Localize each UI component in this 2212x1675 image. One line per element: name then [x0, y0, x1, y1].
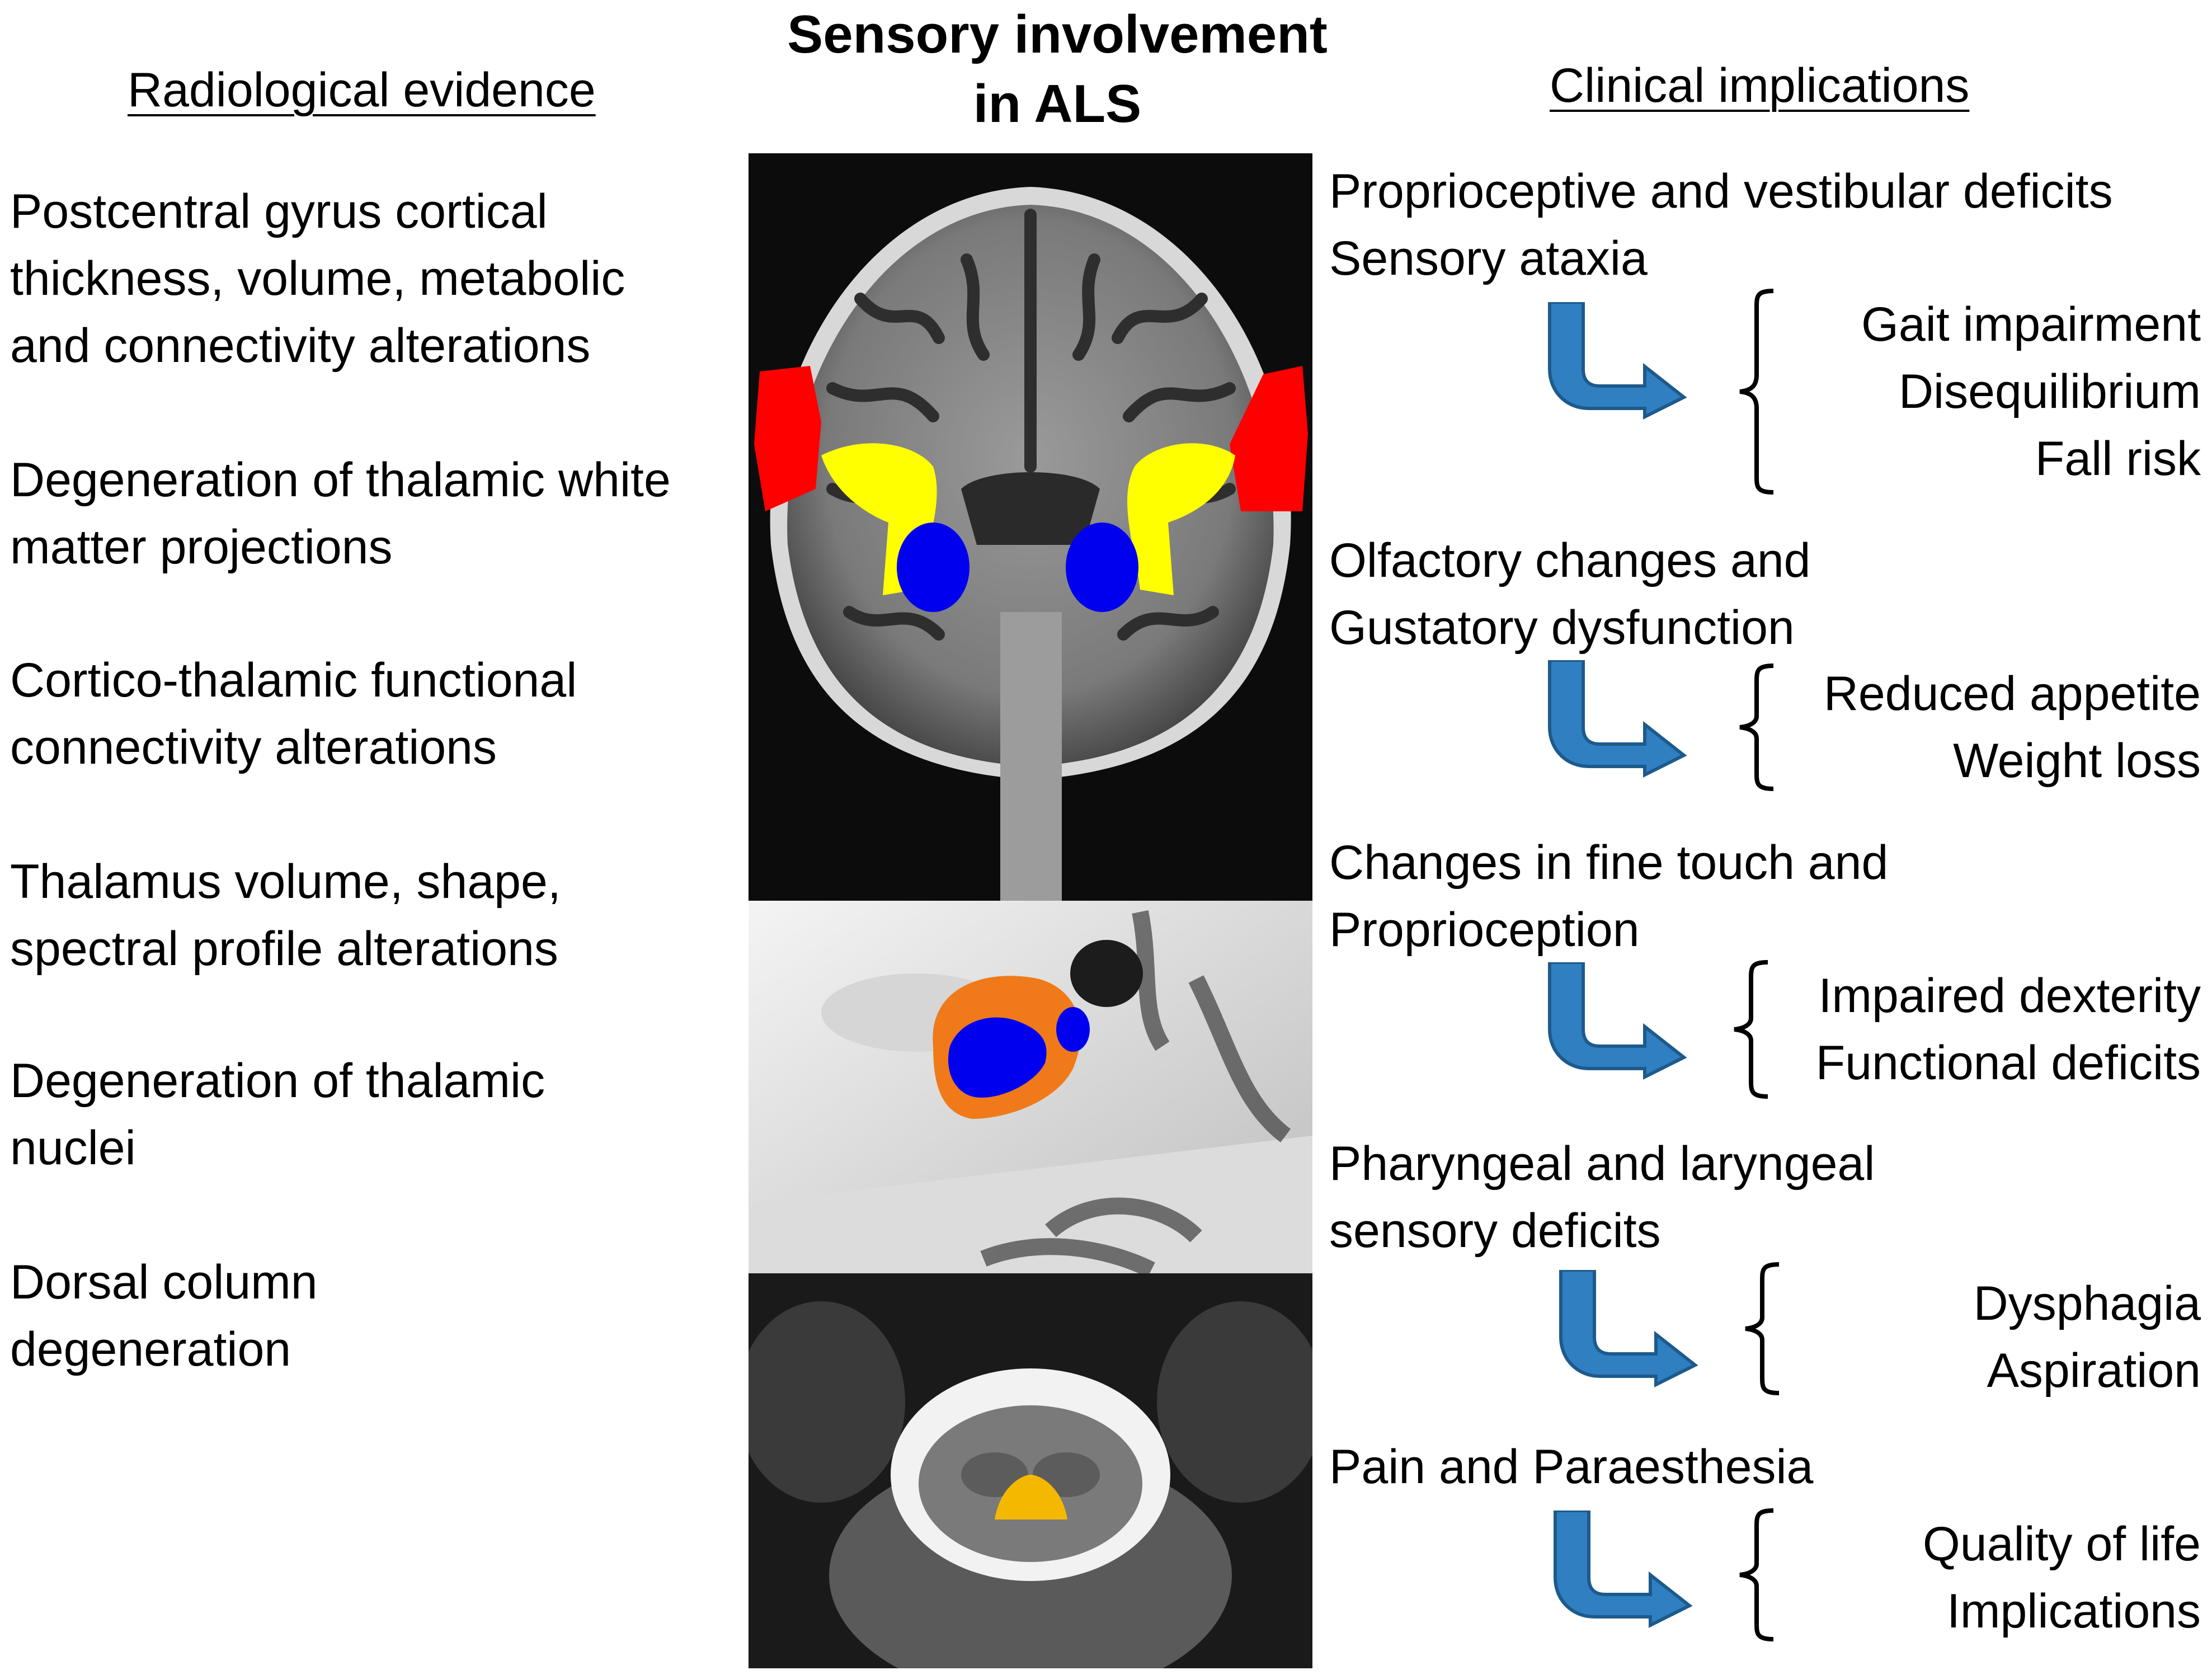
implication-heading: Pharyngeal and laryngeal sensory deficit…	[1329, 1130, 2202, 1264]
evidence-line: matter projections	[10, 520, 393, 574]
outcome-list: Impaired dexterity Functional deficits	[1697, 962, 2201, 1097]
coronal-mri-panel	[749, 153, 1312, 901]
evidence-line: Postcentral gyrus cortical	[10, 185, 548, 238]
thalamus-render-panel	[749, 901, 1312, 1273]
curved-arrow-icon	[1548, 302, 1687, 420]
evidence-item: Postcentral gyrus cortical thickness, vo…	[10, 178, 737, 379]
right-column-heading: Clinical implications	[1550, 59, 1970, 112]
title-line-2: in ALS	[973, 74, 1142, 134]
outcome-item: Implications	[1946, 1584, 2201, 1638]
outcome-item: Functional deficits	[1815, 1036, 2201, 1090]
implication-line: Olfactory changes and	[1329, 534, 1811, 587]
outcome-item: Reduced appetite	[1823, 667, 2201, 721]
evidence-item: Degeneration of thalamic nuclei	[10, 1047, 737, 1182]
evidence-line: degeneration	[10, 1323, 291, 1376]
outcome-item: Weight loss	[1953, 734, 2201, 788]
outcome-item: Fall risk	[2035, 432, 2201, 486]
outcome-item: Dysphagia	[1973, 1277, 2201, 1330]
implication-line: Pharyngeal and laryngeal	[1329, 1137, 1875, 1191]
evidence-line: spectral profile alterations	[10, 922, 558, 976]
evidence-line: thickness, volume, metabolic	[10, 252, 625, 305]
implication-line: Proprioception	[1329, 903, 1640, 957]
title-line-1: Sensory involvement	[787, 4, 1328, 64]
evidence-line: Cortico-thalamic functional	[10, 653, 577, 707]
implication-line: sensory deficits	[1329, 1204, 1661, 1258]
implication-heading: Olfactory changes and Gustatory dysfunct…	[1329, 527, 2202, 661]
evidence-line: and connectivity alterations	[10, 319, 591, 373]
evidence-line: Dorsal column	[10, 1255, 318, 1309]
evidence-item: Thalamus volume, shape, spectral profile…	[10, 848, 737, 982]
thalamus-render-icon	[749, 901, 1312, 1273]
brace-icon	[1739, 664, 1774, 791]
brace-icon	[1734, 960, 1768, 1099]
brace-icon	[1739, 289, 1774, 495]
curved-arrow-icon	[1548, 660, 1687, 778]
implication-line: Proprioceptive and vestibular deficits	[1329, 164, 2113, 218]
implication-heading: Pain and Paraesthesia	[1329, 1433, 2202, 1500]
diagram-title: Sensory involvement in ALS	[716, 0, 1399, 139]
implication-line: Pain and Paraesthesia	[1329, 1440, 1814, 1494]
spinal-cord-panel	[749, 1273, 1312, 1668]
evidence-line: Thalamus volume, shape,	[10, 855, 561, 909]
outcome-list: Quality of life Implications	[1697, 1511, 2201, 1645]
outcome-item: Gait impairment	[1861, 298, 2201, 351]
outcome-list: Reduced appetite Weight loss	[1697, 660, 2201, 794]
outcome-item: Impaired dexterity	[1818, 969, 2201, 1023]
outcome-list: Dysphagia Aspiration	[1697, 1270, 2201, 1404]
left-column-heading: Radiological evidence	[128, 63, 596, 117]
evidence-item: Dorsal column degeneration	[10, 1249, 737, 1383]
outcome-item: Aspiration	[1987, 1344, 2201, 1398]
implication-line: Sensory ataxia	[1329, 232, 1648, 285]
evidence-line: connectivity alterations	[10, 721, 497, 774]
curved-arrow-icon	[1559, 1270, 1698, 1387]
evidence-item: Degeneration of thalamic white matter pr…	[10, 446, 737, 581]
outcome-list: Gait impairment Disequilibrium Fall risk	[1697, 291, 2201, 492]
outcome-item: Disequilibrium	[1898, 365, 2201, 418]
evidence-line: Degeneration of thalamic white	[10, 453, 671, 507]
curved-arrow-icon	[1548, 962, 1687, 1080]
curved-arrow-icon	[1554, 1511, 1693, 1628]
implication-heading: Changes in fine touch and Proprioception	[1329, 829, 2202, 963]
implication-heading: Proprioceptive and vestibular deficits S…	[1329, 158, 2202, 292]
evidence-item: Cortico-thalamic functional connectivity…	[10, 647, 737, 781]
brace-icon	[1745, 1262, 1780, 1395]
brace-icon	[1739, 1508, 1774, 1641]
brain-coronal-slice-icon	[749, 153, 1312, 901]
evidence-line: nuclei	[10, 1121, 136, 1175]
evidence-line: Degeneration of thalamic	[10, 1054, 545, 1108]
outcome-item: Quality of life	[1922, 1517, 2201, 1571]
spinal-cord-slice-icon	[749, 1273, 1312, 1668]
implication-line: Gustatory dysfunction	[1329, 601, 1795, 655]
implication-line: Changes in fine touch and	[1329, 836, 1889, 890]
